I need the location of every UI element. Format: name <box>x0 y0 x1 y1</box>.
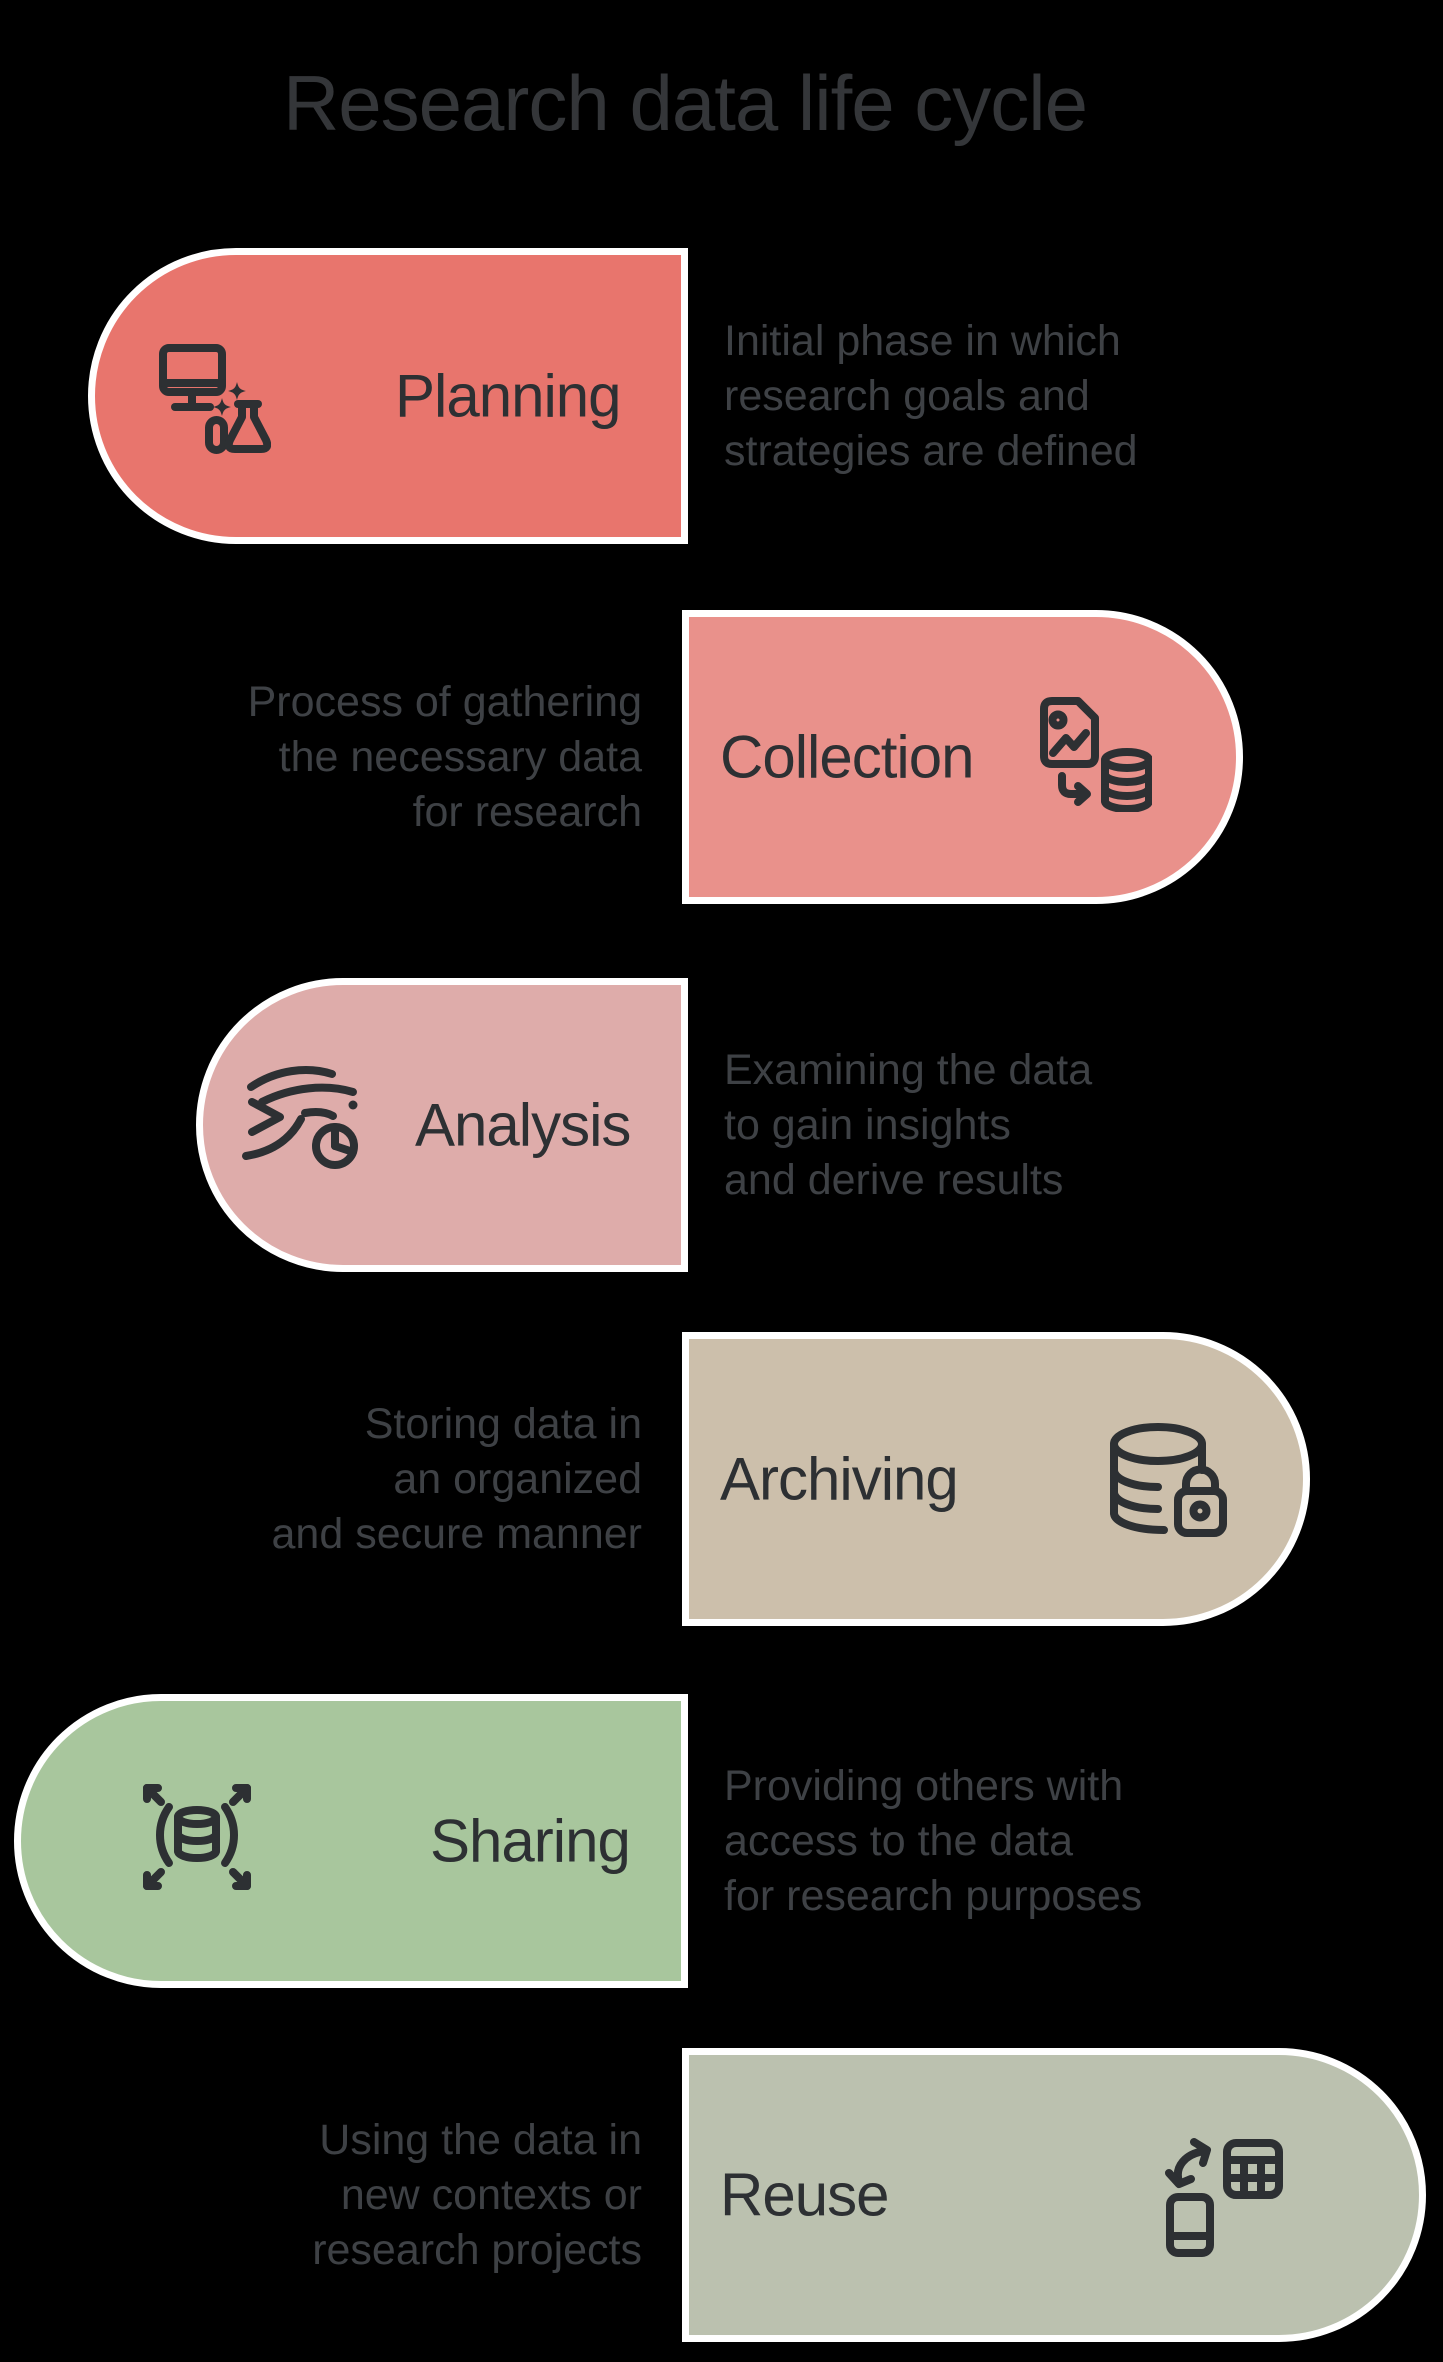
stage-label: Analysis <box>415 1091 631 1159</box>
data-flow-pie-icon <box>231 1061 362 1179</box>
stage-pill-planning: Planning <box>88 248 688 544</box>
stage-label: Archiving <box>720 1445 959 1513</box>
stage-pill-analysis: Analysis <box>196 978 688 1272</box>
stage-pill-sharing: Sharing <box>14 1694 688 1988</box>
stage-pill-collection: Collection <box>682 610 1243 904</box>
description-line: for research purposes <box>724 1872 1143 1920</box>
description-line: for research <box>412 788 642 836</box>
stage-description: Process of gathering the necessary data … <box>172 675 642 840</box>
stage-description: Storing data in an organized and secure … <box>172 1397 643 1562</box>
page-title: Research data life cycle <box>282 59 1088 148</box>
stage-description: Using the data in new contexts or resear… <box>172 2113 642 2278</box>
monitor-flask-icon <box>157 343 271 455</box>
description-line: an organized <box>393 1455 642 1503</box>
share-database-icon <box>139 1779 255 1895</box>
stage-description: Examining the data to gain insights and … <box>724 1043 1194 1208</box>
description-line: and derive results <box>724 1156 1064 1204</box>
description-line: research goals and <box>724 372 1090 420</box>
description-line: Process of gathering <box>247 678 642 726</box>
description-line: and secure manner <box>271 1510 643 1558</box>
description-line: research projects <box>312 2226 642 2274</box>
device-table-sync-icon <box>1165 2123 1287 2257</box>
stage-description: Initial phase in which research goals an… <box>724 314 1194 479</box>
description-line: new contexts or <box>340 2171 642 2219</box>
stage-pill-archiving: Archiving <box>682 1332 1310 1626</box>
stage-label: Reuse <box>720 2161 889 2229</box>
description-line: Using the data in <box>319 2116 642 2164</box>
image-to-database-icon <box>1040 697 1152 812</box>
description-line: to gain insights <box>724 1101 1011 1149</box>
stage-pill-reuse: Reuse <box>682 2048 1426 2342</box>
database-lock-icon <box>1110 1418 1229 1555</box>
description-line: Providing others with <box>724 1762 1124 1810</box>
description-line: Storing data in <box>364 1400 642 1448</box>
description-line: Examining the data <box>724 1046 1093 1094</box>
description-line: access to the data <box>724 1817 1073 1865</box>
stage-label: Sharing <box>430 1807 631 1875</box>
description-line: strategies are defined <box>724 427 1138 475</box>
stage-description: Providing others with access to the data… <box>724 1759 1194 1924</box>
description-line: Initial phase in which <box>724 317 1121 365</box>
stage-label: Collection <box>720 723 974 791</box>
stage-label: Planning <box>395 362 622 430</box>
description-line: the necessary data <box>278 733 642 781</box>
